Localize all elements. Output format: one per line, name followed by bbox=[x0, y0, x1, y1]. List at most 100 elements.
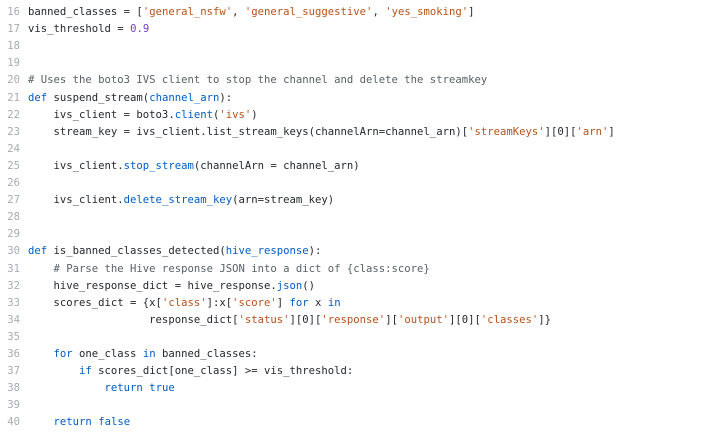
line-number: 37 bbox=[7, 365, 20, 378]
code-line[interactable]: 22 ivs_client = boto3.client('ivs') bbox=[0, 107, 258, 124]
code-line[interactable]: 29 bbox=[0, 226, 28, 243]
code-token-plain: ivs_client = boto3. bbox=[28, 108, 175, 121]
code-line[interactable]: 24 bbox=[0, 141, 28, 158]
code-token-kw: for bbox=[289, 296, 309, 309]
line-number: 34 bbox=[7, 313, 20, 326]
code-token-plain: ] bbox=[608, 125, 615, 138]
code-token-plain: , bbox=[372, 6, 386, 18]
line-number: 39 bbox=[7, 399, 20, 412]
code-token-plain: ): bbox=[219, 91, 233, 104]
code-token-plain: one_class bbox=[72, 348, 143, 360]
code-token-plain: , bbox=[232, 6, 245, 18]
code-line[interactable]: 36 for one_class in banned_classes: bbox=[0, 346, 258, 363]
line-number: 38 bbox=[7, 382, 20, 395]
code-line[interactable]: 37 if scores_dict[one_class] >= vis_thre… bbox=[0, 363, 353, 380]
line-number: 30 bbox=[7, 245, 20, 258]
code-token-plain: ): bbox=[308, 245, 322, 258]
line-number: 31 bbox=[7, 262, 20, 275]
code-token-plain: () bbox=[302, 279, 316, 292]
line-number: 33 bbox=[7, 296, 20, 309]
code-token-str: 'general_suggestive' bbox=[244, 6, 373, 18]
code-token-kw: return bbox=[53, 416, 92, 429]
line-number: 22 bbox=[7, 108, 20, 121]
line-number: 17 bbox=[7, 23, 20, 36]
code-line[interactable]: 38 return true bbox=[0, 380, 175, 397]
code-token-plain: x bbox=[308, 296, 328, 309]
code-token-fn: json bbox=[276, 279, 303, 292]
code-token-plain: ) bbox=[251, 108, 258, 121]
code-token-kw: def bbox=[28, 91, 48, 104]
code-line[interactable]: 31 # Parse the Hive response JSON into a… bbox=[0, 261, 430, 278]
code-token-plain: ][0][ bbox=[289, 313, 322, 326]
code-token-plain: ]} bbox=[538, 313, 552, 326]
line-number: 27 bbox=[7, 194, 20, 207]
code-line[interactable]: 35 bbox=[0, 329, 28, 346]
code-line[interactable]: 26 bbox=[0, 175, 28, 192]
code-line[interactable]: 19 bbox=[0, 55, 28, 72]
code-token-fn: delete_stream_key bbox=[123, 194, 233, 207]
code-token-kw: true bbox=[149, 382, 175, 395]
code-token-str: 'response' bbox=[321, 313, 386, 326]
code-line[interactable]: 18 bbox=[0, 38, 28, 55]
code-token-plain: ][0][ bbox=[448, 313, 481, 326]
code-token-plain: suspend_stream( bbox=[47, 91, 150, 104]
code-token-plain: scores_dict = {x[ bbox=[28, 296, 162, 309]
code-token-kw: def bbox=[28, 245, 48, 258]
code-line[interactable]: 32 hive_response_dict = hive_response.js… bbox=[0, 278, 315, 295]
code-token-str: 'arn' bbox=[576, 125, 609, 138]
code-token-str: 'yes_smoking' bbox=[385, 6, 469, 18]
code-token-plain: ]:x[ bbox=[206, 296, 233, 309]
code-token-str: 'ivs' bbox=[219, 108, 252, 121]
code-token-plain: ] bbox=[276, 296, 290, 309]
line-number: 40 bbox=[7, 416, 20, 429]
line-number: 24 bbox=[7, 142, 20, 155]
code-line[interactable]: 28 bbox=[0, 209, 28, 226]
code-token-plain: ][ bbox=[385, 313, 398, 326]
code-line[interactable]: 39 bbox=[0, 397, 28, 414]
code-token-kw: if bbox=[79, 365, 92, 378]
code-token-kw: false bbox=[98, 416, 131, 429]
code-line[interactable]: 40 return false bbox=[0, 414, 130, 431]
line-number: 18 bbox=[7, 40, 20, 53]
code-token-plain: stream_key = ivs_client.list_stream_keys… bbox=[28, 125, 469, 138]
line-number: 32 bbox=[7, 279, 20, 292]
code-token-plain: banned_classes: bbox=[155, 348, 258, 360]
code-line[interactable]: 23 stream_key = ivs_client.list_stream_k… bbox=[0, 124, 615, 141]
code-token-num: 0.9 bbox=[130, 23, 150, 36]
code-token-fn: hive_response bbox=[225, 245, 309, 258]
code-line[interactable]: 25 ivs_client.stop_stream(channelArn = c… bbox=[0, 158, 359, 175]
code-token-comment: # Parse the Hive response JSON into a di… bbox=[28, 262, 430, 275]
line-number: 20 bbox=[7, 74, 20, 87]
code-line[interactable]: 34 response_dict['status'][0]['response'… bbox=[0, 312, 551, 329]
code-token-plain bbox=[28, 348, 54, 360]
line-number: 19 bbox=[7, 57, 20, 70]
code-token-plain: (arn=stream_key) bbox=[232, 194, 335, 207]
line-number: 23 bbox=[7, 125, 20, 138]
code-token-str: 'status' bbox=[238, 313, 290, 326]
line-number: 35 bbox=[7, 330, 20, 343]
code-token-str: 'score' bbox=[232, 296, 277, 309]
code-line[interactable]: 20# Uses the boto3 IVS client to stop th… bbox=[0, 72, 487, 89]
code-token-plain bbox=[28, 416, 54, 428]
code-token-plain: ( bbox=[212, 108, 220, 121]
code-token-plain: scores_dict[one_class] >= vis_threshold: bbox=[91, 365, 354, 378]
code-token-str: 'class' bbox=[161, 296, 207, 309]
line-number: 16 bbox=[7, 6, 20, 18]
code-line[interactable]: 27 ivs_client.delete_stream_key(arn=stre… bbox=[0, 192, 334, 209]
code-line[interactable]: 33 scores_dict = {x['class']:x['score'] … bbox=[0, 295, 341, 312]
line-number: 29 bbox=[7, 228, 20, 241]
line-number: 25 bbox=[7, 159, 20, 172]
code-token-kw: in bbox=[327, 296, 341, 309]
code-token-plain: ivs_client. bbox=[28, 194, 124, 207]
code-token-fn: stop_stream bbox=[123, 159, 194, 172]
code-token-str: 'classes' bbox=[480, 313, 539, 326]
code-token-str: 'streamKeys' bbox=[468, 125, 545, 138]
code-token-plain: response_dict[ bbox=[28, 313, 239, 326]
code-token-fn: channel_arn bbox=[149, 91, 220, 104]
code-token-kw: return bbox=[104, 382, 143, 395]
